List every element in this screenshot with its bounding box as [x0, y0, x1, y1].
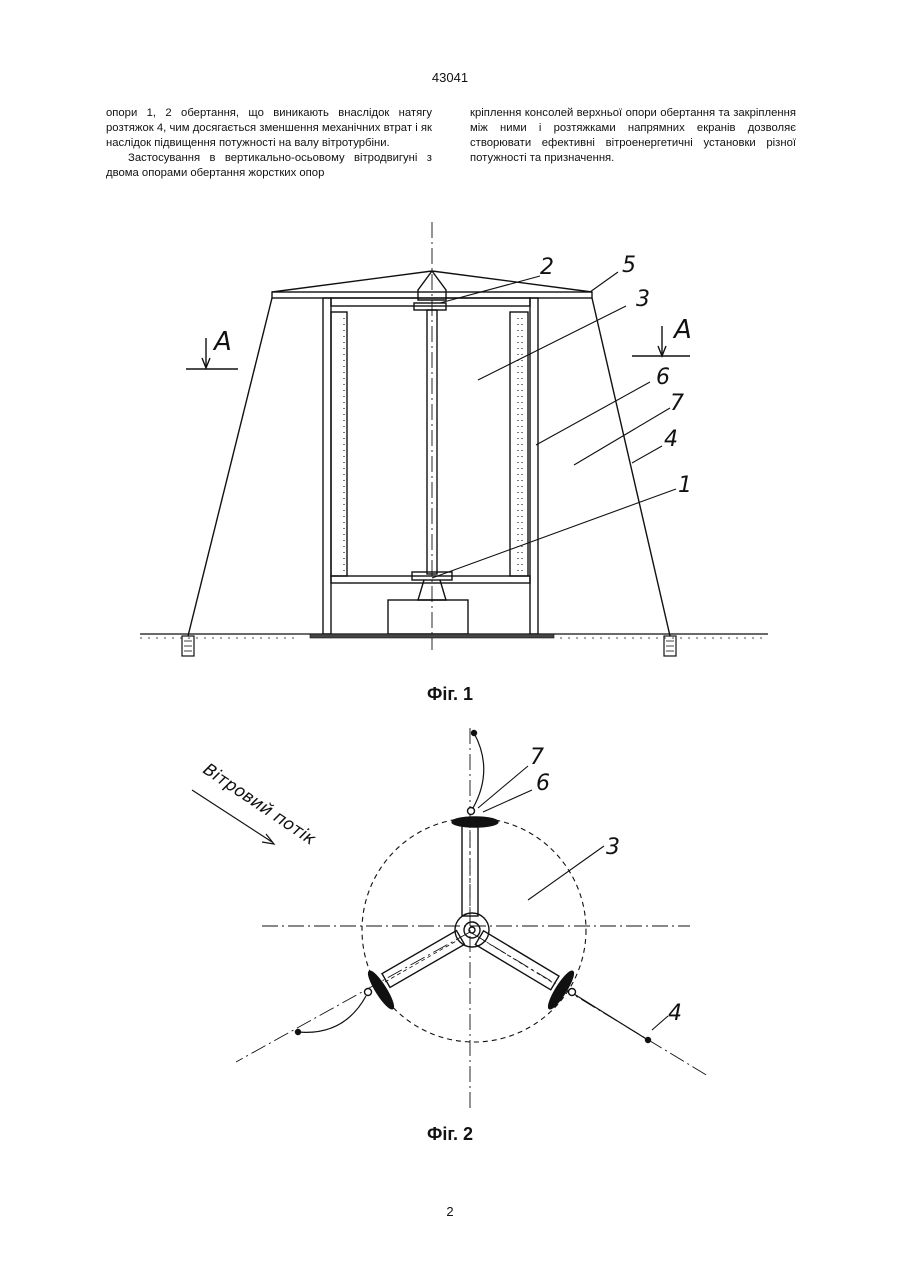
upper-crossbar [331, 298, 530, 306]
label-7: 7 [530, 745, 544, 770]
hinge [468, 808, 475, 815]
guide-screen [473, 733, 484, 808]
wind-flow-label: Вітровий потік [199, 760, 320, 850]
hub-inner [464, 922, 480, 938]
blade [510, 312, 528, 576]
leader-line [440, 276, 540, 303]
blade [331, 312, 347, 576]
guide-screen [298, 996, 366, 1032]
leader-line [478, 766, 528, 808]
axis-line [236, 932, 470, 1062]
blade [365, 969, 397, 1012]
guy-wire [574, 994, 648, 1040]
leader-line [483, 790, 532, 812]
label-1: 1 [678, 473, 692, 498]
leader-line [652, 1016, 668, 1030]
foundation [310, 634, 554, 638]
leader-line [432, 489, 676, 578]
leader-line [536, 382, 650, 445]
label-6: 6 [536, 771, 550, 796]
figure-1-caption: Фіг. 1 [0, 684, 900, 705]
axis-line [470, 932, 708, 1076]
label-2: 2 [540, 255, 554, 280]
label-4: 4 [664, 427, 678, 452]
frame-post [323, 298, 331, 634]
arm [475, 931, 559, 990]
section-label-left: A [212, 327, 232, 357]
arm [462, 822, 478, 916]
figure-1-drawing: 2 5 3 6 7 4 1 A A [0, 0, 900, 700]
hub [455, 913, 489, 947]
figure-2-caption: Фіг. 2 [0, 1124, 900, 1145]
label-7: 7 [670, 391, 684, 416]
leader-line [590, 272, 618, 292]
hinge [365, 989, 372, 996]
arm [382, 931, 464, 988]
blade [545, 969, 577, 1012]
label-3: 3 [606, 835, 620, 860]
wind-arrow [192, 790, 272, 842]
roof-line [272, 271, 432, 292]
leader-line [478, 306, 626, 380]
leader-line [528, 846, 604, 900]
label-6: 6 [656, 365, 670, 390]
label-3: 3 [636, 287, 650, 312]
page-number: 2 [0, 1204, 900, 1219]
rotor-circle [362, 818, 586, 1042]
section-label-right: A [672, 315, 692, 345]
roof-line [432, 271, 592, 292]
hinge [569, 989, 576, 996]
leader-line [632, 446, 662, 463]
blade [452, 817, 498, 827]
frame-post [530, 298, 538, 634]
label-5: 5 [622, 253, 636, 278]
generator-block [388, 600, 468, 634]
guy-wire [592, 298, 670, 636]
label-4: 4 [668, 1001, 682, 1026]
